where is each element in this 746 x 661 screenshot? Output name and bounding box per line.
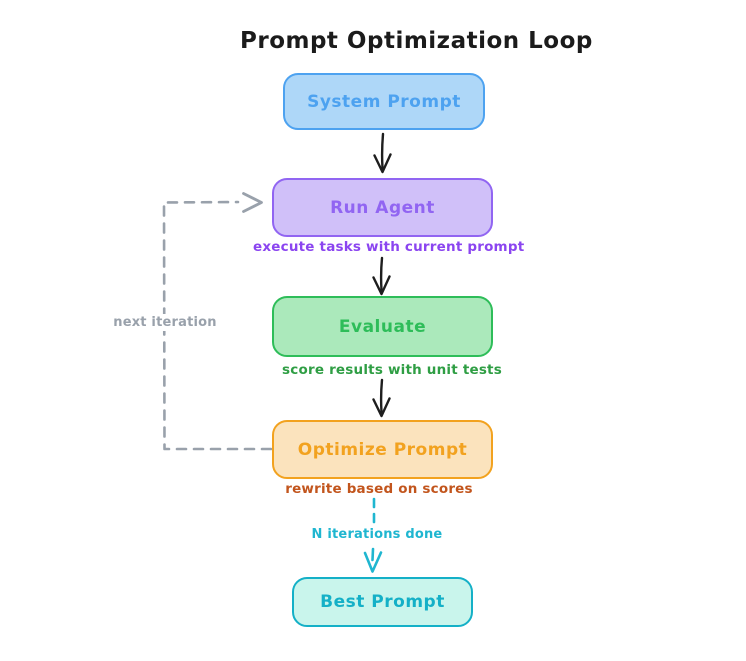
arrow-shaft [379,256,384,292]
node-run-agent: Run Agent [272,178,493,237]
arrowhead-down-icon [363,551,383,573]
node-best-prompt-label: Best Prompt [320,592,445,612]
arrowhead-down-icon [372,275,391,296]
edge-evaluate-to-optimize [372,378,391,418]
annotation-evaluate: score results with unit tests [282,362,502,378]
node-evaluate-label: Evaluate [338,316,427,337]
arrow-shaft-dashed [371,547,375,562]
arrowhead-right-icon [242,192,263,213]
node-evaluate: Evaluate [272,296,493,357]
node-run-agent-label: Run Agent [330,197,435,218]
node-optimize-prompt: Optimize Prompt [272,420,493,479]
edge-system-to-run-agent [373,132,392,174]
node-optimize-prompt-label: Optimize Prompt [297,439,468,460]
arrowhead-down-icon [372,397,391,418]
arrow-shaft [380,132,385,170]
diagram-title: Prompt Optimization Loop [240,28,593,54]
node-system-prompt: System Prompt [283,73,485,130]
annotation-run-agent: execute tasks with current prompt [253,239,525,255]
annotation-optimize-prompt: rewrite based on scores [285,481,473,497]
node-best-prompt: Best Prompt [292,577,473,627]
edge-label-n-iterations-done: N iterations done [311,527,443,542]
arrow-shaft [379,378,384,414]
edge-run-agent-to-evaluate [372,256,391,296]
edge-label-next-iteration: next iteration [109,314,221,331]
arrowhead-down-icon [373,153,392,174]
node-system-prompt-label: System Prompt [307,91,461,112]
